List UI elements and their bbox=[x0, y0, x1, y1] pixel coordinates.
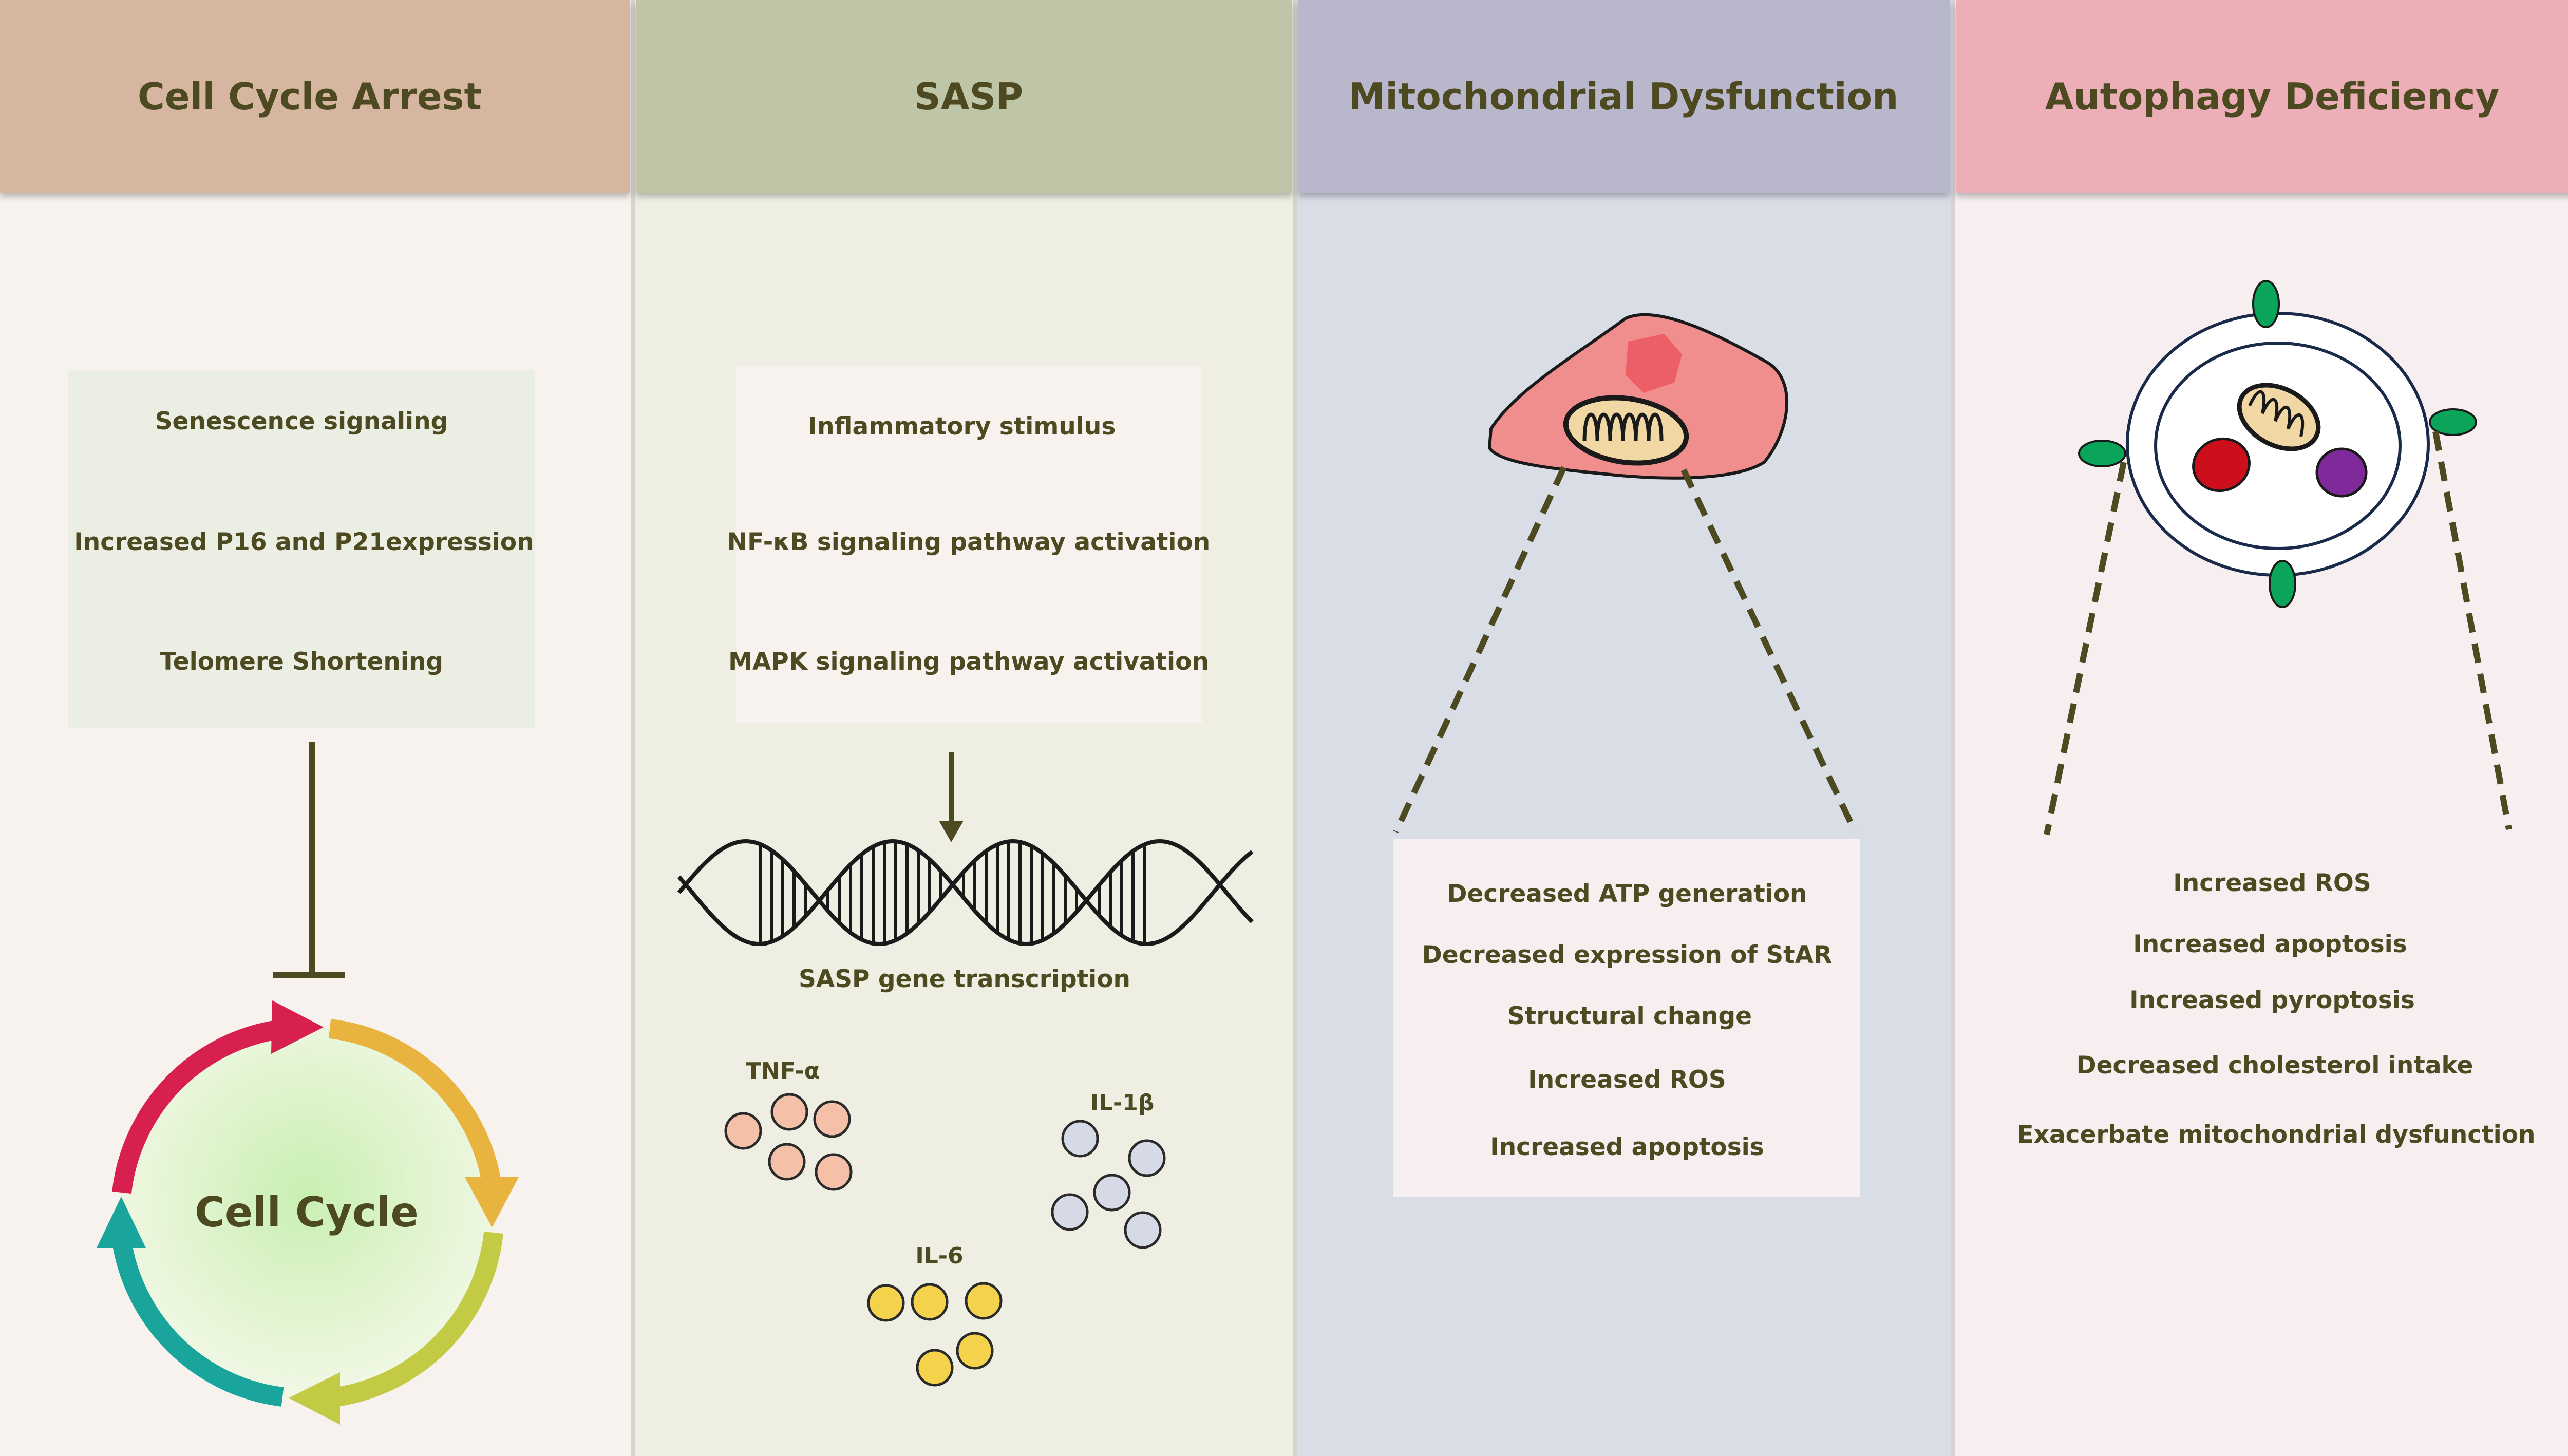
column-2-body bbox=[635, 0, 1293, 1456]
il6-molecule bbox=[956, 1332, 994, 1370]
effect-item: Increased apoptosis bbox=[2133, 930, 2407, 958]
dna-strand bbox=[677, 839, 1254, 947]
mito-effects-box bbox=[1393, 839, 1860, 1197]
column-divider bbox=[631, 0, 635, 1456]
column-1-header bbox=[0, 0, 630, 193]
cycle-arrow-yellowgreen bbox=[327, 1231, 503, 1408]
vesicle-red bbox=[2192, 437, 2251, 493]
gene-transcription-label: SASP gene transcription bbox=[799, 965, 1130, 993]
tnf-molecule bbox=[813, 1100, 851, 1138]
column-1-title: Cell Cycle Arrest bbox=[138, 75, 482, 118]
column-3-title: Mitochondrial Dysfunction bbox=[1349, 75, 1899, 118]
nucleus bbox=[1626, 334, 1682, 393]
cycle-arrow-red bbox=[112, 1020, 279, 1194]
il1b-molecules bbox=[1051, 1120, 1166, 1249]
vesicle-purple bbox=[2315, 447, 2368, 498]
senescence-signal-box bbox=[68, 370, 535, 728]
column-2-header bbox=[636, 0, 1292, 193]
cytokine-label-tnf: TNF-α bbox=[746, 1058, 820, 1084]
tnf-molecule bbox=[770, 1093, 808, 1131]
il6-molecule bbox=[911, 1283, 949, 1321]
box-item: Increased ROS bbox=[1528, 1066, 1726, 1094]
dna-helix-icon bbox=[677, 839, 1254, 947]
effect-item: Increased pyroptosis bbox=[2129, 986, 2415, 1014]
arrowhead-teal bbox=[97, 1197, 146, 1248]
zoom-line bbox=[1393, 466, 1567, 834]
il1b-molecule bbox=[1051, 1193, 1089, 1231]
il6-molecule bbox=[916, 1349, 954, 1387]
box-item: Decreased ATP generation bbox=[1447, 880, 1807, 908]
column-2-title: SASP bbox=[914, 75, 1023, 118]
box-item: Increased apoptosis bbox=[1490, 1133, 1764, 1161]
il6-molecule bbox=[867, 1284, 905, 1322]
activation-arrowhead bbox=[939, 821, 964, 842]
column-divider bbox=[1951, 0, 1955, 1456]
arrowhead-orange bbox=[465, 1177, 519, 1227]
arrowhead-red bbox=[271, 1000, 324, 1054]
column-4-header bbox=[1956, 0, 2568, 193]
receptor-green bbox=[2252, 280, 2280, 328]
cell-cycle-label: Cell Cycle bbox=[195, 1188, 419, 1236]
box-item: NF-κB signaling pathway activation bbox=[727, 528, 1210, 556]
tnf-molecule bbox=[815, 1153, 853, 1191]
arrowhead-yellowgreen bbox=[289, 1372, 340, 1425]
box-item: Inflammatory stimulus bbox=[808, 412, 1116, 441]
tnf-alpha-molecules bbox=[724, 1093, 853, 1191]
box-item: Decreased expression of StAR bbox=[1422, 941, 1832, 969]
zoom-line bbox=[2432, 430, 2512, 830]
zoom-line bbox=[1680, 468, 1858, 834]
tnf-molecule bbox=[768, 1143, 806, 1181]
dna-strand bbox=[677, 839, 1254, 947]
cycle-arrow-orange bbox=[328, 1019, 502, 1187]
box-item: Senescence signaling bbox=[155, 407, 448, 436]
il1b-molecule bbox=[1093, 1174, 1131, 1212]
box-item: Increased P16 and P21expression bbox=[74, 528, 534, 556]
receptor-green bbox=[2078, 440, 2126, 467]
cytokine-label-il1b: IL-1β bbox=[1090, 1090, 1155, 1116]
cycle-arrow-teal bbox=[111, 1236, 284, 1407]
receptor-green bbox=[2429, 408, 2477, 436]
cell-cycle-arrows bbox=[111, 1019, 503, 1408]
zoom-line bbox=[2044, 461, 2127, 836]
effect-item: Exacerbate mitochondrial dysfunction bbox=[2017, 1121, 2536, 1149]
column-3-header bbox=[1298, 0, 1950, 193]
il1b-molecule bbox=[1061, 1120, 1099, 1158]
column-3-body bbox=[1297, 0, 1951, 1456]
cell-body bbox=[1487, 313, 1789, 480]
receptor-green bbox=[2269, 560, 2296, 608]
box-item: Telomere Shortening bbox=[160, 648, 443, 676]
mitochondrion-icon bbox=[1563, 395, 1689, 466]
column-4-title: Autophagy Deficiency bbox=[2045, 75, 2500, 118]
cytokine-label-il6: IL-6 bbox=[915, 1243, 963, 1269]
box-item: Structural change bbox=[1507, 1002, 1752, 1030]
il1b-molecule bbox=[1128, 1139, 1166, 1177]
box-item: MAPK signaling pathway activation bbox=[728, 648, 1209, 676]
autophagosome-icon bbox=[2078, 280, 2477, 608]
tnf-molecule bbox=[724, 1112, 762, 1150]
il6-molecule bbox=[965, 1282, 1003, 1320]
il1b-molecule bbox=[1124, 1211, 1162, 1249]
effect-item: Decreased cholesterol intake bbox=[2076, 1051, 2473, 1080]
column-4-body bbox=[1955, 0, 2568, 1456]
il6-molecules bbox=[867, 1282, 1003, 1387]
inflammation-box bbox=[736, 366, 1202, 723]
column-divider bbox=[1293, 0, 1297, 1456]
mitochondrion-icon bbox=[2237, 383, 2321, 451]
cell-cycle-disk bbox=[119, 1026, 494, 1401]
effect-item: Increased ROS bbox=[2173, 869, 2371, 897]
